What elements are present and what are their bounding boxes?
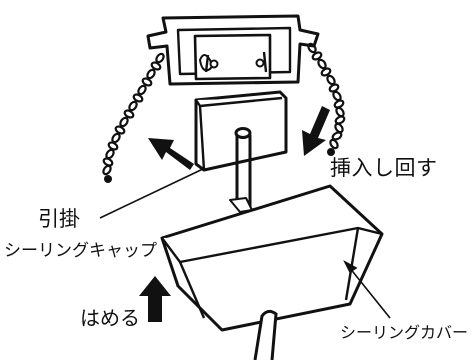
left-pull-chain <box>100 51 167 183</box>
label-hook: 引掛 <box>38 207 80 231</box>
label-fit: はめる <box>80 306 140 330</box>
label-insert-rotate: 挿入し回す <box>330 156 438 180</box>
ceiling-cover <box>160 184 384 332</box>
lower-cord <box>253 309 278 360</box>
power-cord <box>235 135 252 208</box>
ceiling-cap <box>194 90 288 172</box>
leader-lines <box>99 167 391 319</box>
ceiling-receptacle <box>146 14 320 86</box>
right-pull-chain <box>305 41 347 156</box>
rotate-arrow-left-icon <box>148 138 194 170</box>
label-ceiling-cap: シーリングキャップ <box>4 241 157 261</box>
rotate-arrow-right-icon <box>302 106 330 156</box>
label-ceiling-cover: シーリングカバー <box>340 323 469 342</box>
up-arrow-icon <box>139 276 171 322</box>
